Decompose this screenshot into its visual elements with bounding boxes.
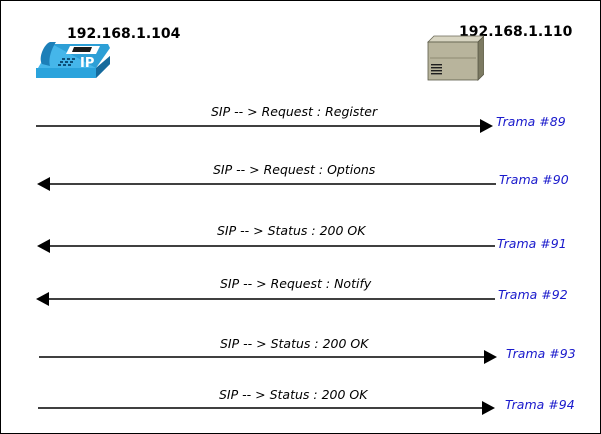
message-label-6: SIP -- > Status : 200 OK (219, 387, 368, 402)
frame-label-2: Trama #90 (499, 172, 569, 187)
message-label-4: SIP -- > Request : Notify (220, 276, 372, 291)
message-label-5: SIP -- > Status : 200 OK (220, 336, 369, 351)
frame-label-1: Trama #89 (496, 114, 566, 129)
arrowhead-6 (482, 401, 495, 415)
frame-label-6: Trama #94 (505, 397, 575, 412)
arrowhead-4 (36, 292, 49, 306)
message-label-2: SIP -- > Request : Options (213, 162, 376, 177)
right-endpoint-ip: 192.168.1.110 (459, 24, 573, 40)
arrowhead-5 (484, 350, 497, 364)
frame-label-5: Trama #93 (506, 346, 576, 361)
ip-phone-icon: IP (34, 38, 112, 85)
arrowhead-1 (480, 119, 493, 133)
message-label-3: SIP -- > Status : 200 OK (217, 223, 366, 238)
arrowhead-3 (37, 239, 50, 253)
arrowhead-2 (37, 177, 50, 191)
server-icon (426, 34, 485, 89)
frame-label-3: Trama #91 (497, 236, 567, 251)
ip-badge: IP (80, 56, 94, 71)
frame-label-4: Trama #92 (498, 287, 568, 302)
left-endpoint-ip: 192.168.1.104 (67, 26, 181, 42)
message-label-1: SIP -- > Request : Register (211, 104, 378, 119)
